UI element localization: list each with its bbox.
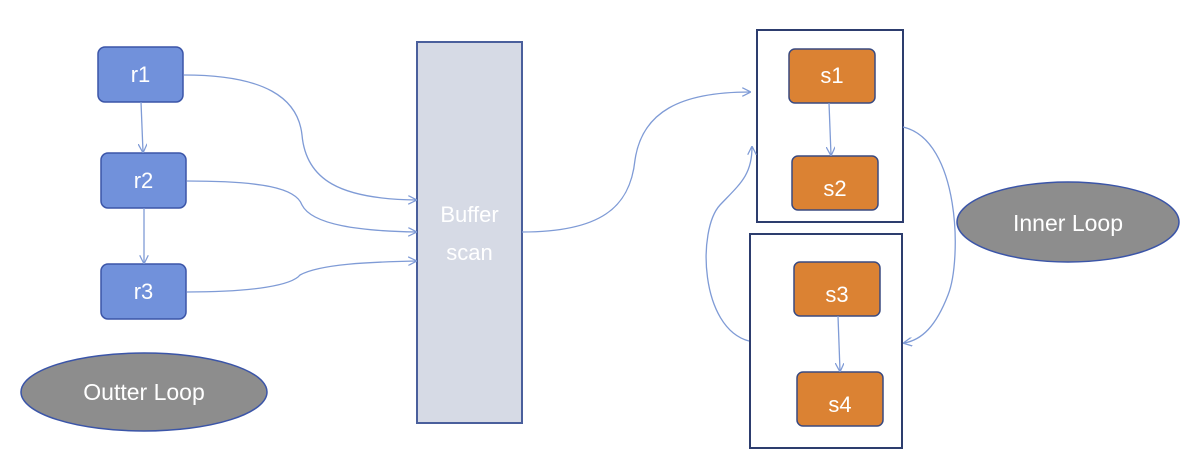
arrow-block-b-to-block-a — [705, 147, 752, 342]
arrow-s1-to-s2 — [829, 102, 831, 155]
inner-node-s3: s3 — [793, 261, 881, 317]
outer-node-r1-label: r1 — [131, 62, 151, 87]
arrow-r3-to-buffer — [186, 261, 416, 293]
arrow-block-a-to-block-b — [903, 126, 956, 343]
buffer-label-line1: Buffer — [440, 202, 498, 227]
outer-node-r3: r3 — [100, 263, 187, 320]
inner-node-s2: s2 — [791, 155, 879, 211]
inner-loop-label: Inner Loop — [1013, 210, 1123, 236]
buffer-scan-block: Buffer scan — [416, 41, 523, 424]
inner-node-s2-label: s2 — [823, 176, 846, 201]
inner-loop-ellipse: Inner Loop — [956, 181, 1180, 263]
outer-node-r2-label: r2 — [134, 168, 154, 193]
inner-node-s4: s4 — [796, 371, 884, 427]
outer-loop-ellipse: Outter Loop — [20, 352, 268, 432]
outer-loop-label: Outter Loop — [83, 379, 204, 405]
buffer-label-line2: scan — [446, 240, 492, 265]
inner-node-s1: s1 — [788, 48, 876, 104]
inner-block-a-frame — [756, 29, 904, 223]
arrow-s3-to-s4 — [838, 315, 840, 371]
arrow-r1-to-r2 — [141, 101, 143, 152]
arrow-buffer-to-inner — [521, 92, 750, 233]
outer-node-r2: r2 — [100, 152, 187, 209]
outer-node-r1: r1 — [97, 46, 184, 103]
outer-node-r3-label: r3 — [134, 279, 154, 304]
inner-block-b-frame — [749, 233, 903, 449]
inner-node-s3-label: s3 — [825, 282, 848, 307]
inner-node-s1-label: s1 — [820, 63, 843, 88]
inner-node-s4-label: s4 — [828, 392, 851, 417]
arrow-r1-to-buffer — [183, 74, 416, 200]
arrow-r2-to-buffer — [186, 180, 416, 232]
